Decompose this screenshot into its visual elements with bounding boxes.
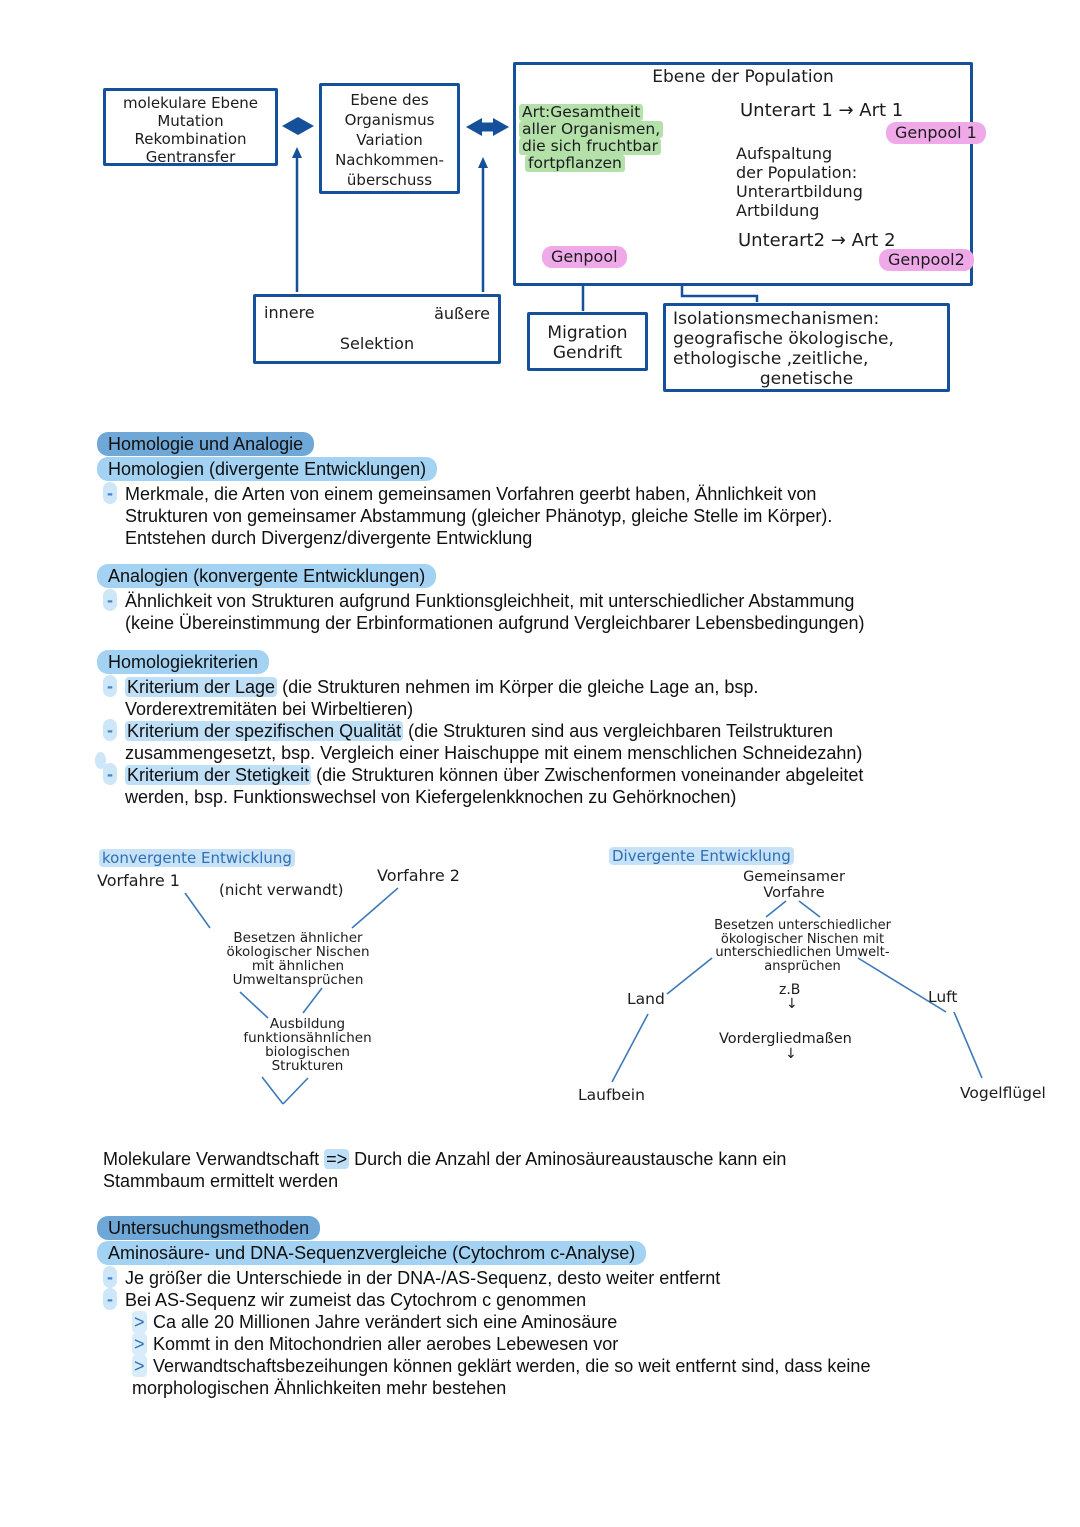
- divergent-diagram-title: Divergente Entwicklung: [609, 847, 794, 865]
- subspecies2-label: Unterart2 → Art 2: [738, 230, 896, 251]
- section-title-pill: Homologie und Analogie: [97, 432, 315, 456]
- convergent-tree-lines: [184, 887, 399, 1105]
- criterion-line2: zusammengesetzt, bsp. Vergleich einer Ha…: [125, 743, 863, 763]
- arrow-highlight: =>: [324, 1149, 350, 1169]
- convergent-diagram-title: konvergente Entwicklung: [99, 849, 295, 867]
- criterion-line2: Vorderextremitäten bei Wirbeltieren): [125, 699, 414, 719]
- bullet-dash: -: [103, 675, 117, 697]
- convergent-stage2: Ausbildung funktionsähnlichen biologisch…: [243, 1016, 372, 1074]
- bullet-text: Merkmale, die Arten von einem gemeinsame…: [125, 484, 817, 504]
- population-title: Ebene der Population: [652, 67, 834, 87]
- section-homologie: Homologie und Analogie Homologien (diver…: [97, 432, 1007, 549]
- molekular-lead: Molekulare Verwandtschaft: [103, 1149, 325, 1169]
- box-molecular-level: molekulare Ebene Mutation Rekombination …: [103, 88, 278, 166]
- highlighted-line: Art:Gesamtheit: [519, 104, 644, 121]
- subspecies1-label: Unterart 1 → Art 1: [740, 100, 904, 121]
- branch-luft-label: Luft: [928, 988, 958, 1006]
- bullet-text: Entstehen durch Divergenz/divergente Ent…: [125, 528, 533, 548]
- genpool1-badge: Genpool 1: [886, 122, 986, 144]
- criterion-lead: Kriterium der Lage: [125, 677, 278, 697]
- selection-outer-label: äußere: [434, 304, 490, 323]
- sub-bullet-marker: >: [132, 1311, 147, 1333]
- bullet-text: Strukturen von gemeinsamer Abstammung (g…: [125, 506, 833, 526]
- selection-inner-label: innere: [264, 303, 315, 322]
- box-line: Gentransfer: [145, 148, 236, 166]
- highlighted-line: aller Organismen,: [519, 121, 664, 138]
- highlighted-title: konvergente Entwicklung: [99, 849, 295, 867]
- bullet-dash: -: [103, 763, 117, 785]
- bullet-dash: -: [103, 589, 117, 611]
- box-line: Mutation: [157, 112, 224, 130]
- genpool-badge: Genpool: [542, 246, 627, 268]
- double-arrow-icon: [466, 118, 509, 136]
- box-selection: innere äußere Selektion: [253, 294, 501, 364]
- section-molekular: Molekulare Verwandtschaft => Durch die A…: [103, 1148, 1003, 1192]
- criterion-line2: werden, bsp. Funktionswechsel von Kiefer…: [125, 787, 737, 807]
- criterion-lead: Kriterium der Stetigkeit: [125, 765, 312, 785]
- ancestor1-label: Vorfahre 1: [97, 871, 180, 890]
- double-arrow-icon: [282, 117, 314, 135]
- divergent-stage1: Besetzen unterschiedlicher ökologischer …: [714, 918, 891, 974]
- example-label: z.B: [779, 982, 801, 998]
- species-definition: Art:Gesamtheit aller Organismen, die sic…: [519, 104, 664, 172]
- common-ancestor-label: Gemeinsamer Vorfahre: [743, 869, 845, 901]
- convergent-stage1: Besetzen ähnlicher ökologischer Nischen …: [226, 930, 370, 988]
- section-kriterien: Homologiekriterien - Kriterium der Lage …: [97, 650, 1017, 808]
- selection-label: Selektion: [339, 334, 415, 353]
- box-line: überschuss: [346, 171, 433, 189]
- sub-bullet-text: Kommt in den Mitochondrien aller aerobes…: [153, 1334, 619, 1354]
- not-related-label: (nicht verwandt): [219, 881, 344, 899]
- section-title-pill: Untersuchungsmethoden: [97, 1216, 321, 1240]
- bullet-dash: -: [103, 1288, 117, 1310]
- section-analogien: Analogien (konvergente Entwicklungen) - …: [97, 564, 1007, 634]
- divergent-tree-lines: [611, 900, 983, 1083]
- bullet-text: Bei AS-Sequenz wir zumeist das Cytochrom…: [125, 1290, 587, 1310]
- criterion-rest: (die Strukturen sind aus vergleichbaren …: [403, 721, 834, 741]
- down-arrow-icon: ↓: [786, 996, 798, 1012]
- highlighted-title: Divergente Entwicklung: [609, 847, 794, 865]
- highlighted-line: fortpflanzen: [525, 155, 625, 172]
- bullet-dash: -: [103, 719, 117, 741]
- box-migration: Migration Gendrift: [527, 312, 648, 371]
- criterion-rest: (die Strukturen können über Zwischenform…: [311, 765, 864, 785]
- box-line: Ebene des: [350, 91, 429, 109]
- bullet-text: Je größer die Unterschiede in der DNA-/A…: [125, 1268, 721, 1288]
- result-laufbein-label: Laufbein: [578, 1086, 645, 1104]
- sub-bullet-continuation: morphologischen Ähnlichkeiten mehr beste…: [132, 1378, 507, 1398]
- box-line: Organismus: [344, 111, 435, 129]
- limb-label: Vordergliedmaßen: [719, 1031, 852, 1047]
- section-title-pill: Analogien (konvergente Entwicklungen): [97, 564, 437, 588]
- box-line: Rekombination: [134, 130, 247, 148]
- box-line: Variation: [356, 131, 423, 149]
- molekular-line2: Stammbaum ermittelt werden: [103, 1171, 339, 1191]
- result-vogelfluegel-label: Vogelflügel: [960, 1084, 1046, 1102]
- branch-land-label: Land: [627, 990, 665, 1008]
- criterion-lead: Kriterium der spezifischen Qualität: [125, 721, 404, 741]
- bullet-text: Ähnlichkeit von Strukturen aufgrund Funk…: [125, 591, 855, 611]
- highlight-artifact: [95, 752, 106, 769]
- box-line: Nachkommen-: [335, 151, 444, 169]
- bullet-text: (keine Übereinstimmung der Erbinformatio…: [125, 613, 865, 633]
- box-isolation: Isolationsmechanismen: geografische ökol…: [663, 303, 950, 392]
- genpool2-badge: Genpool2: [879, 249, 974, 271]
- sub-bullet-marker: >: [132, 1333, 147, 1355]
- section-untersuchung: Untersuchungsmethoden Aminosäure- und DN…: [97, 1216, 1027, 1399]
- criterion-rest: (die Strukturen nehmen im Körper die gle…: [277, 677, 759, 697]
- sub-bullet-marker: >: [132, 1355, 147, 1377]
- section-subtitle-pill: Aminosäure- und DNA-Sequenzvergleiche (C…: [97, 1241, 647, 1265]
- down-arrow-icon: ↓: [785, 1046, 797, 1062]
- bullet-dash: -: [103, 1266, 117, 1288]
- sub-bullet-text: Verwandtschaftsbezeihungen können geklär…: [153, 1356, 871, 1376]
- box-line: molekulare Ebene: [122, 94, 259, 112]
- highlighted-line: die sich fruchtbar: [519, 138, 662, 155]
- bullet-dash: -: [103, 482, 117, 504]
- section-subtitle-pill: Homologien (divergente Entwicklungen): [97, 457, 438, 481]
- ancestor2-label: Vorfahre 2: [377, 866, 460, 885]
- section-title-pill: Homologiekriterien: [97, 650, 270, 674]
- population-split-note: Aufspaltung der Population: Unterartbild…: [736, 144, 863, 220]
- molekular-rest: Durch die Anzahl der Aminosäureaustausch…: [349, 1149, 787, 1169]
- sub-bullet-text: Ca alle 20 Millionen Jahre verändert sic…: [153, 1312, 618, 1332]
- box-organism-level: Ebene des Organismus Variation Nachkomme…: [319, 83, 460, 194]
